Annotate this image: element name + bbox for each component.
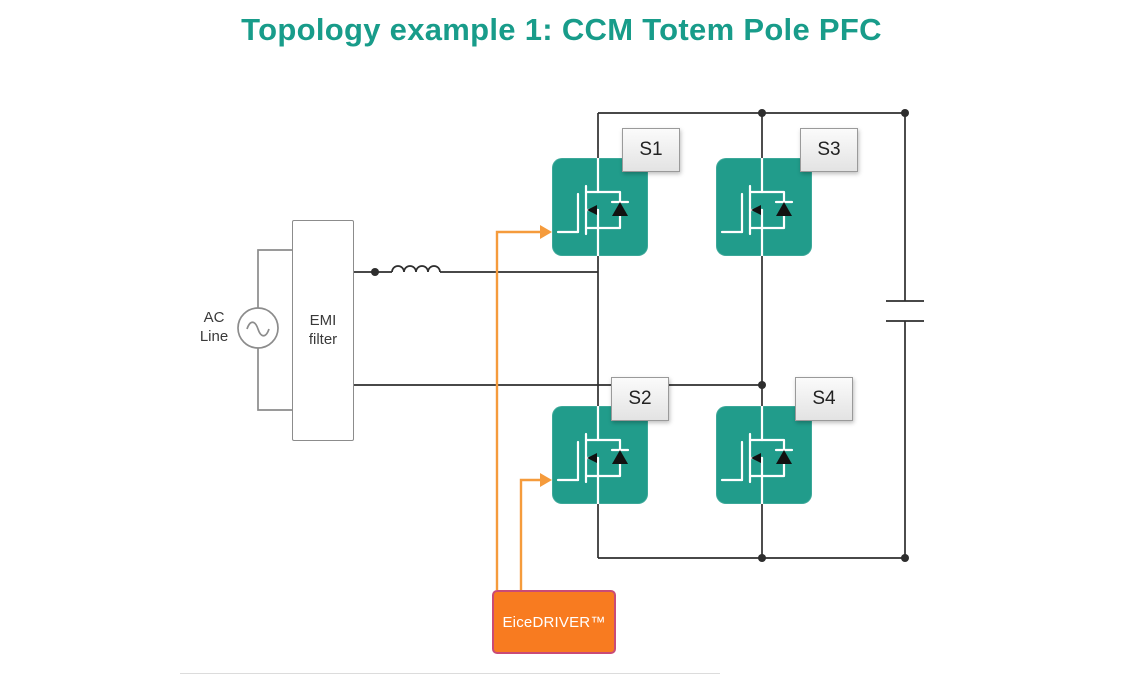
label-box-s3: S3	[800, 128, 858, 172]
mosfet-s4	[716, 406, 812, 504]
ac-line-label-line2: Line	[199, 327, 229, 345]
ac-line-label: AC Line	[191, 309, 237, 347]
page-title: Topology example 1: CCM Totem Pole PFC	[241, 12, 882, 47]
driver-wire-s1	[495, 230, 541, 590]
ac-line-label-line1: AC	[203, 309, 225, 326]
mosfet-s2	[552, 406, 648, 504]
junction-dot	[758, 554, 766, 562]
ac-bottom-lead	[257, 348, 292, 411]
junction-dot	[901, 554, 909, 562]
junction-dot	[758, 109, 766, 117]
label-box-s1: S1	[622, 128, 680, 172]
capacitor-icon	[886, 300, 924, 322]
driver-wire-s2	[519, 478, 541, 590]
driver-arrowhead-s2	[540, 473, 552, 487]
mosfet-symbol-icon	[720, 406, 794, 504]
switch-label: S4	[812, 388, 836, 409]
switch-label: S2	[628, 388, 652, 409]
junction-dot	[901, 109, 909, 117]
ac-top-lead	[257, 249, 292, 308]
junction-dot	[758, 381, 766, 389]
eicedriver-label: EiceDRIVER™	[502, 613, 606, 631]
emi-filter-box: EMI filter	[292, 220, 354, 441]
junction-dot	[371, 268, 379, 276]
footer-divider	[180, 673, 720, 674]
mosfet-symbol-icon	[556, 158, 630, 256]
emi-filter-label-line1: EMI	[309, 311, 337, 329]
switch-label: S1	[639, 139, 663, 160]
mosfet-symbol-icon	[556, 406, 630, 504]
mosfet-s3	[716, 158, 812, 256]
label-box-s2: S2	[611, 377, 669, 421]
mosfet-symbol-icon	[720, 158, 794, 256]
inductor-icon	[391, 265, 441, 273]
label-box-s4: S4	[795, 377, 853, 421]
switch-label: S3	[817, 139, 841, 160]
sine-wave-icon	[246, 321, 270, 337]
mosfet-s1	[552, 158, 648, 256]
emi-filter-label-line2: filter	[308, 330, 338, 348]
driver-arrowhead-s1	[540, 225, 552, 239]
eicedriver-box: EiceDRIVER™	[492, 590, 616, 654]
